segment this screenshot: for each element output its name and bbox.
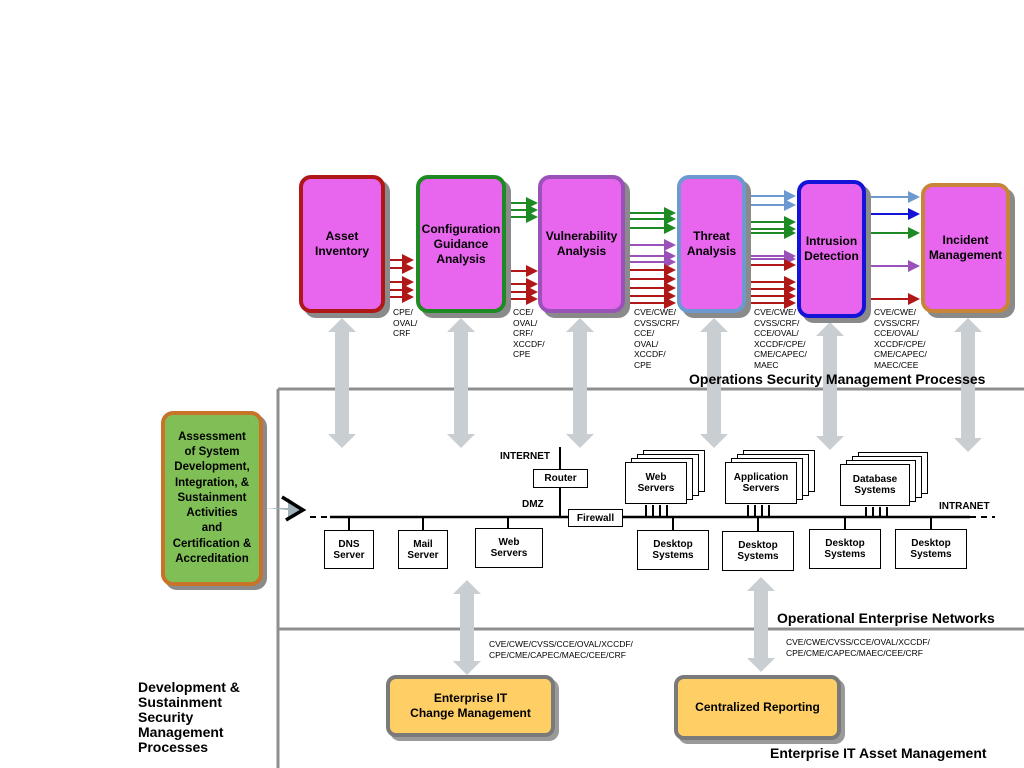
mail-server-node: Mail Server [398, 530, 448, 569]
network-backbone [310, 447, 995, 531]
desktop-systems-node: Desktop Systems [809, 529, 881, 569]
standards-reporting: CVE/CWE/CVSS/CCE/OVAL/XCCDF/ CPE/CME/CAP… [786, 637, 930, 658]
asset-inventory-box: Asset Inventory [299, 175, 385, 313]
vulnerability-analysis-label: Vulnerability Analysis [545, 229, 618, 258]
networks-section-title: Operational Enterprise Networks [777, 610, 995, 626]
assessment-label: Assessment of System Development, Integr… [172, 430, 252, 566]
desktop-systems-label: Desktop Systems [652, 539, 694, 561]
vulnerability-analysis-box: Vulnerability Analysis [538, 175, 625, 313]
double-arrow [566, 318, 594, 448]
mail-server-label: Mail Server [407, 538, 439, 561]
dev-section-title: Development & Sustainment Security Manag… [138, 679, 240, 755]
standards-config: CCE/ OVAL/ CRF/ XCCDF/ CPE [513, 307, 545, 359]
dmz-web-servers-label: Web Servers [490, 537, 528, 559]
double-arrows [328, 318, 982, 675]
threat-analysis-box: Threat Analysis [677, 175, 746, 313]
flow-arrows [390, 190, 920, 309]
change-management-label: Enterprise IT Change Management [410, 691, 531, 720]
asset-mgmt-section-title: Enterprise IT Asset Management [770, 745, 987, 761]
double-arrow [700, 318, 728, 448]
standards-vuln: CVE/CWE/ CVSS/CRF/ CCE/ OVAL/ XCCDF/ CPE [634, 307, 680, 370]
dmz-web-servers-node: Web Servers [475, 528, 543, 568]
double-arrow [453, 580, 481, 675]
incident-management-label: Incident Management [928, 233, 1003, 262]
standards-intrusion: CVE/CWE/ CVSS/CRF/ CCE/OVAL/ XCCDF/CPE/ … [874, 307, 927, 370]
firewall-label: Firewall [576, 512, 615, 524]
desktop-systems-label: Desktop Systems [737, 540, 779, 562]
desktop-systems-label: Desktop Systems [824, 538, 866, 560]
intranet-label: INTRANET [939, 501, 990, 512]
incident-management-box: Incident Management [921, 183, 1010, 313]
centralized-reporting-label: Centralized Reporting [695, 700, 820, 714]
internet-label: INTERNET [500, 451, 550, 462]
desktop-systems-node: Desktop Systems [722, 531, 794, 571]
operations-section-title: Operations Security Management Processes [689, 371, 986, 387]
double-arrow [816, 322, 844, 450]
application-servers-label: Application Servers [733, 472, 789, 494]
standards-threat: CVE/CWE/ CVSS/CRF/ CCE/OVAL/ XCCDF/CPE/ … [754, 307, 807, 370]
firewall-node: Firewall [568, 509, 623, 527]
intrusion-detection-box: Intrusion Detection [797, 180, 866, 318]
threat-analysis-label: Threat Analysis [686, 229, 737, 258]
intrusion-detection-label: Intrusion Detection [804, 234, 859, 263]
double-arrow [954, 318, 982, 452]
change-management-box: Enterprise IT Change Management [386, 675, 555, 737]
desktop-systems-label: Desktop Systems [910, 538, 952, 560]
centralized-reporting-box: Centralized Reporting [674, 675, 841, 740]
configuration-guidance-box: Configuration Guidance Analysis [416, 175, 506, 313]
double-arrow [747, 577, 775, 672]
desktop-systems-node: Desktop Systems [637, 530, 709, 570]
web-servers-stack: Web Servers [625, 450, 707, 506]
dns-server-node: DNS Server [324, 530, 374, 569]
configuration-guidance-label: Configuration Guidance Analysis [421, 221, 501, 266]
router-node: Router [533, 469, 588, 488]
assessment-box: Assessment of System Development, Integr… [161, 411, 263, 586]
double-arrow [328, 318, 356, 448]
web-servers-label: Web Servers [637, 472, 675, 494]
application-servers-stack: Application Servers [725, 450, 817, 506]
standards-asset: CPE/ OVAL/ CRF [393, 307, 418, 338]
dns-server-label: DNS Server [333, 538, 365, 561]
section-frames [276, 387, 1024, 768]
dmz-label: DMZ [522, 499, 544, 510]
database-systems-stack: Database Systems [840, 452, 932, 508]
double-arrow [447, 318, 475, 448]
desktop-systems-node: Desktop Systems [895, 529, 967, 569]
standards-change-mgmt: CVE/CWE/CVSS/CCE/OVAL/XCCDF/ CPE/CME/CAP… [489, 639, 633, 660]
asset-inventory-label: Asset Inventory [314, 229, 369, 258]
router-label: Router [544, 473, 577, 484]
database-systems-label: Database Systems [852, 474, 898, 496]
